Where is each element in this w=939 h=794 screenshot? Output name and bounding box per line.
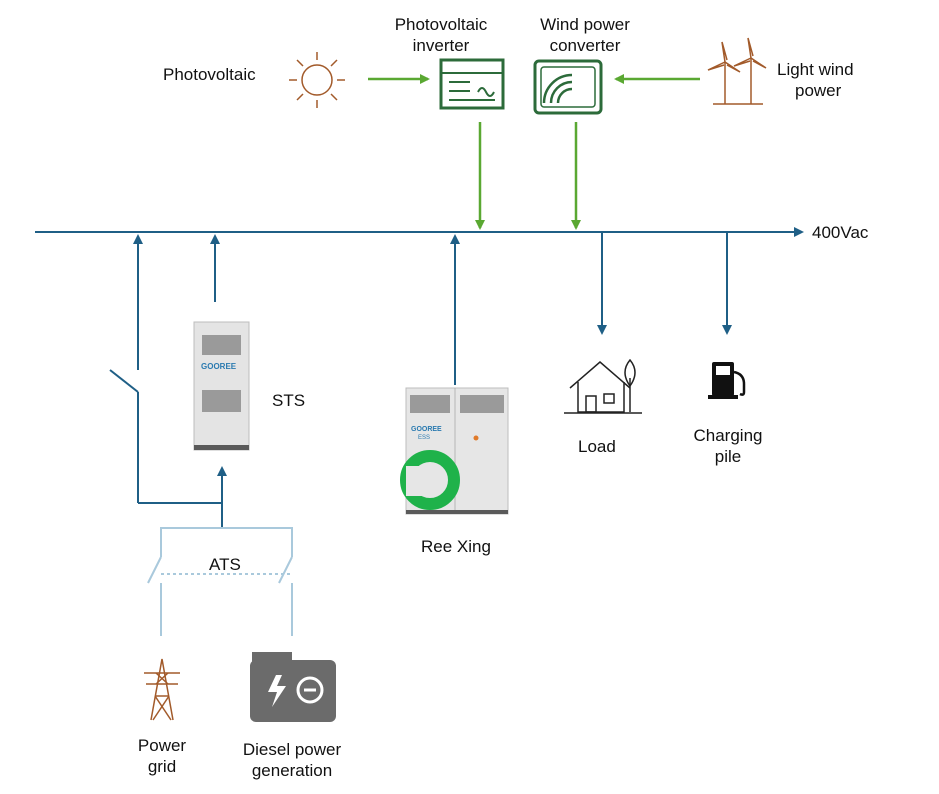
pv-inverter-label: Photovoltaic inverter xyxy=(388,14,494,56)
diesel-label-line2: generation xyxy=(251,761,333,780)
sts-cabinet xyxy=(193,321,250,451)
inverter-icon xyxy=(439,58,505,110)
ree-sub-text: ESS xyxy=(418,435,431,441)
house-icon xyxy=(564,358,642,414)
bypass-switch xyxy=(109,369,222,504)
charging-pile-label-line2: pile xyxy=(714,447,742,466)
wind-converter-icon xyxy=(533,59,603,115)
charging-pile-label: Charging pile xyxy=(678,425,778,467)
generator-icon xyxy=(250,652,336,722)
load-label: Load xyxy=(578,437,616,456)
light-wind-label: Light wind power xyxy=(777,59,854,101)
sun-icon xyxy=(289,52,345,108)
power-grid-label-line2: grid xyxy=(147,757,177,776)
light-wind-label-line1: Light wind xyxy=(777,60,854,79)
wind-turbine-icon xyxy=(707,37,767,105)
power-grid-label: Power grid xyxy=(122,735,202,777)
ats-switch xyxy=(147,527,293,636)
charging-pile-label-line1: Charging xyxy=(693,426,763,445)
diesel-label: Diesel power generation xyxy=(228,739,356,781)
pv-inverter-label-line2: inverter xyxy=(412,36,470,55)
wind-converter-label-line2: converter xyxy=(549,36,621,55)
wind-converter-label: Wind power converter xyxy=(528,14,642,56)
wind-converter-label-line1: Wind power xyxy=(540,15,630,34)
light-wind-label-line2: power xyxy=(795,81,842,100)
sts-label: STS xyxy=(272,391,306,410)
photovoltaic-label: Photovoltaic xyxy=(163,65,256,84)
transmission-tower-icon xyxy=(144,658,180,721)
diesel-label-line1: Diesel power xyxy=(242,740,342,759)
ree-xing-label: Ree Xing xyxy=(421,537,491,556)
fuel-pump-icon xyxy=(708,362,746,399)
ats-label: ATS xyxy=(209,555,241,574)
sts-brand-text: GOOREE xyxy=(201,362,237,371)
power-grid-label-line1: Power xyxy=(137,736,187,755)
pv-inverter-label-line1: Photovoltaic xyxy=(394,15,488,34)
ree-brand-text: GOOREE xyxy=(411,426,442,433)
bus-voltage-label: 400Vac xyxy=(812,223,869,242)
ree-xing-cabinet xyxy=(400,387,509,515)
